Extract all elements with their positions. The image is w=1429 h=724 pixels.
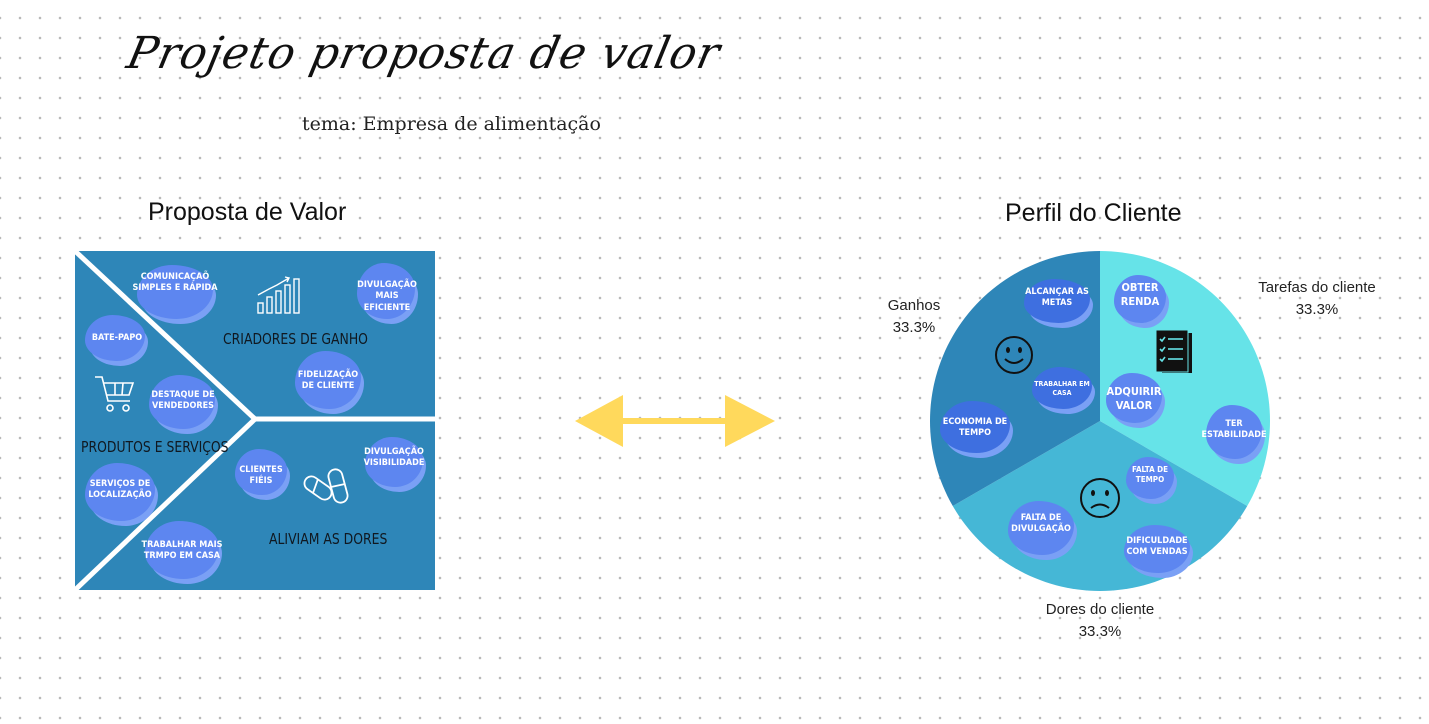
note-blob: [1008, 501, 1074, 555]
label-ganhos-percent: 33.3%: [892, 318, 936, 336]
note-blob: [1126, 457, 1174, 499]
shopping-cart-icon: [95, 376, 135, 412]
note-dificuldade: DIFICULDADE COM VENDAS: [1126, 536, 1188, 558]
customer-profile-title: Perfil do Cliente: [1005, 199, 1182, 227]
label-ganhos-name: Ganhos: [887, 297, 941, 314]
label-dores-name: Dores do cliente: [1045, 601, 1155, 618]
note-clientes-fieis: CLIENTES FIÉIS: [239, 465, 283, 487]
note-blob: [137, 265, 213, 319]
panel-divider-lines: [75, 251, 435, 590]
smiley-icon: [995, 336, 1033, 374]
page-title: Projeto proposta de valor: [122, 28, 726, 79]
note-alcancar: ALCANÇAR AS METAS: [1025, 287, 1089, 309]
pain-relievers-label: ALIVIAM AS DORES: [269, 530, 388, 548]
products-services-label: PRODUTOS E SERVIÇOS: [81, 438, 229, 456]
note-ter-estabilidade: TER ESTABILIDADE: [1201, 419, 1267, 441]
note-blob: [235, 449, 287, 495]
note-trabalhar-casa: TRABALHAR EM CASA: [1034, 380, 1090, 397]
note-falta-tempo: FALTA DE TEMPO: [1131, 465, 1169, 484]
note-bate-papo: BATE-PAPO: [91, 333, 143, 343]
note-blob: [1024, 279, 1090, 323]
bar-chart-icon: [257, 276, 300, 314]
label-tarefas-name: Tarefas do cliente: [1258, 279, 1376, 296]
frown-icon: [1080, 478, 1120, 518]
note-blob: [1106, 373, 1162, 423]
customer-profile-pie: ALCANÇAR AS METAS OBTER RENDA TRABALHAR …: [928, 249, 1272, 598]
note-falta-divulgacao: FALTA DE DIVULGAÇÃO: [1011, 513, 1071, 535]
note-blob: [357, 263, 415, 319]
label-tarefas: Tarefas do cliente 33.3%: [1240, 277, 1394, 321]
gain-creators-label: CRIADORES DE GANHO: [223, 330, 368, 348]
checklist-icon: [1155, 329, 1192, 373]
note-blob: [85, 315, 145, 361]
note-blob: [1206, 405, 1262, 459]
note-blob: [940, 401, 1010, 453]
note-trabalhar-mais: TRABALHAR MAIS TRMPO EM CASA: [141, 540, 223, 562]
label-tarefas-percent: 33.3%: [1295, 300, 1339, 318]
value-proposition-title: Proposta de Valor: [148, 198, 347, 226]
note-blob: [85, 463, 155, 521]
note-blob: [1032, 367, 1092, 409]
note-divulgacao-visibilidade: DIVULGAÇÃO VISIBILIDADE: [363, 447, 425, 469]
note-comunicacao: COMUNICAÇAÕ SIMPLES E RÁPIDA: [132, 272, 218, 294]
label-dores: Dores do cliente 33.3%: [1026, 599, 1174, 643]
note-adquirir-valor: ADQUIRIR VALOR: [1106, 385, 1162, 412]
value-proposition-panel: COMUNICAÇAÕ SIMPLES E RÁPIDA DIVULGAÇÃO …: [75, 251, 435, 590]
note-destaque: DESTAQUE DE VENDEDORES: [151, 390, 215, 412]
note-divulgacao-eficiente: DIVULGAÇÃO MAIS EFICIENTE: [357, 280, 417, 313]
page-subtitle: tema: Empresa de alimentação: [302, 113, 601, 135]
label-dores-percent: 33.3%: [1078, 622, 1122, 640]
double-arrow-icon: [575, 395, 775, 447]
pills-icon: [303, 468, 349, 504]
note-blob: [1114, 275, 1166, 323]
note-blob: [365, 437, 423, 487]
note-blob: [145, 521, 219, 579]
note-blob: [149, 375, 215, 429]
note-obter-renda: OBTER RENDA: [1120, 281, 1160, 308]
note-blob: [295, 351, 361, 409]
note-economia: ECONOMIA DE TEMPO: [942, 417, 1008, 439]
note-servicos-localizacao: SERVIÇOS DE LOCALIZAÇÃO: [88, 479, 152, 501]
note-fidelizacao: FIDELIZAÇÃO DE CLIENTE: [297, 370, 359, 392]
note-blob: [1124, 525, 1190, 573]
label-ganhos: Ganhos 33.3%: [868, 295, 960, 339]
